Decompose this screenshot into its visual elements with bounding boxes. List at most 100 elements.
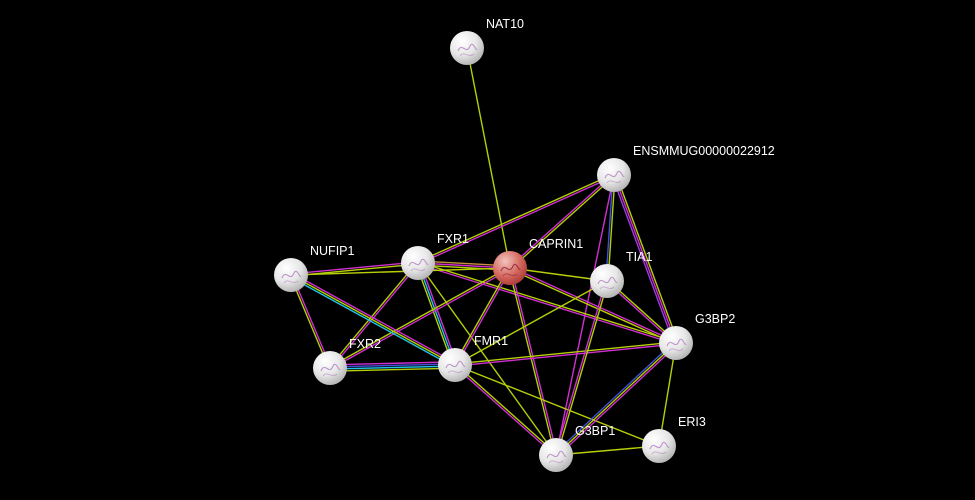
structure-squiggle-icon <box>457 43 478 52</box>
node-nufip1[interactable]: NUFIP1 <box>274 244 355 292</box>
edge-fmr1-g3bp1 <box>453 363 558 457</box>
edge-line-experiments <box>329 361 455 366</box>
edge-line-experiments <box>290 261 418 275</box>
edge-fxr1-g3bp1 <box>417 262 557 456</box>
edge-ensmmug00000022912-fxr1 <box>417 173 615 265</box>
edge-caprin1-fxr2 <box>329 266 511 370</box>
structure-squiggle-icon <box>281 270 302 279</box>
node-label-eri3: ERI3 <box>678 415 706 429</box>
node-fxr2[interactable]: FXR2 <box>313 337 381 385</box>
edge-line-experiments <box>510 267 558 455</box>
edge-line-textmining <box>418 261 677 343</box>
protein-sphere[interactable] <box>313 351 347 385</box>
edge-line-experiments <box>455 268 512 366</box>
edge-line-cooccurrence <box>554 340 676 454</box>
edge-caprin1-g3bp1 <box>508 267 558 456</box>
protein-sphere[interactable] <box>659 326 693 360</box>
edge-line-textmining <box>556 281 609 456</box>
edge-line-cooccurrence <box>605 174 614 281</box>
edge-fxr1-fxr2 <box>328 261 420 370</box>
protein-sphere[interactable] <box>590 264 624 298</box>
structure-squiggle-icon <box>548 460 564 464</box>
node-eri3[interactable]: ERI3 <box>642 415 706 463</box>
node-ensmmug00000022912[interactable]: ENSMMUG00000022912 <box>597 144 775 192</box>
edge-line-experiments <box>510 266 677 343</box>
edge-line-experiments <box>613 174 677 344</box>
structure-squiggle-icon <box>500 263 521 272</box>
edge-line-database <box>289 276 455 368</box>
node-g3bp2[interactable]: G3BP2 <box>659 312 735 360</box>
edge-line-experiments <box>330 268 511 370</box>
structure-squiggle-icon <box>445 360 466 369</box>
structure-squiggle-icon <box>604 170 625 179</box>
node-label-g3bp2: G3BP2 <box>695 312 735 326</box>
protein-sphere[interactable] <box>539 438 573 472</box>
edge-line-textmining <box>466 47 511 269</box>
node-tia1[interactable]: TIA1 <box>590 250 652 298</box>
edge-caprin1-g3bp2 <box>509 266 677 345</box>
edge-line-experiments <box>455 343 677 367</box>
edge-nufip1-fmr1 <box>289 272 457 368</box>
edge-line-textmining <box>615 174 679 343</box>
protein-sphere[interactable] <box>438 348 472 382</box>
edge-line-textmining <box>417 173 614 263</box>
edge-line-textmining <box>330 367 456 372</box>
edge-fxr1-g3bp2 <box>417 261 677 345</box>
node-g3bp1[interactable]: G3BP1 <box>539 424 615 472</box>
structure-squiggle-icon <box>651 451 667 455</box>
protein-sphere[interactable] <box>493 251 527 285</box>
node-label-nat10: NAT10 <box>486 17 524 31</box>
node-fxr1[interactable]: FXR1 <box>401 232 469 280</box>
edge-line-experiments <box>330 263 420 370</box>
structure-squiggle-icon <box>599 286 615 290</box>
edge-line-textmining <box>329 266 510 368</box>
edge-fmr1-eri3 <box>454 364 660 447</box>
structure-squiggle-icon <box>410 268 426 272</box>
structure-squiggle-icon <box>666 338 687 347</box>
edge-line-textmining <box>454 280 608 366</box>
protein-sphere[interactable] <box>450 31 484 65</box>
structure-squiggle-icon <box>320 363 341 372</box>
node-label-tia1: TIA1 <box>626 250 652 264</box>
edge-line-textmining <box>509 268 676 345</box>
edge-caprin1-fmr1 <box>453 267 512 366</box>
structure-squiggle-icon <box>459 53 475 57</box>
edge-line-textmining <box>415 263 454 366</box>
edge-fmr1-g3bp2 <box>454 341 677 367</box>
node-label-fmr1: FMR1 <box>474 334 508 348</box>
edge-line-textmining <box>510 175 616 270</box>
edge-g3bp2-g3bp1 <box>554 340 678 458</box>
edge-tia1-g3bp1 <box>554 280 609 456</box>
node-label-nufip1: NUFIP1 <box>310 244 355 258</box>
structure-squiggle-icon <box>447 370 463 374</box>
structure-squiggle-icon <box>668 348 684 352</box>
protein-sphere[interactable] <box>642 429 676 463</box>
protein-sphere[interactable] <box>274 258 308 292</box>
edge-ensmmug00000022912-caprin1 <box>508 173 616 270</box>
edge-line-textmining <box>290 267 511 276</box>
edge-line-textmining <box>454 341 676 365</box>
edge-line-textmining <box>455 363 558 455</box>
edge-line-textmining <box>290 274 456 366</box>
node-label-ensmmug00000022912: ENSMMUG00000022912 <box>633 144 775 158</box>
node-label-caprin1: CAPRIN1 <box>529 237 583 251</box>
protein-sphere[interactable] <box>597 158 631 192</box>
protein-sphere[interactable] <box>401 246 435 280</box>
edge-line-experiments <box>508 173 614 268</box>
structure-squiggle-icon <box>649 441 670 450</box>
edge-line-experiments <box>419 262 458 365</box>
edge-line-experiments <box>417 263 676 345</box>
edge-fmr1-tia1 <box>454 280 608 366</box>
edge-line-textmining <box>454 364 660 447</box>
edge-line-experiments <box>556 344 678 458</box>
edge-line-textmining <box>555 342 677 456</box>
node-fmr1[interactable]: FMR1 <box>438 334 508 382</box>
node-nat10[interactable]: NAT10 <box>450 17 524 65</box>
edge-ensmmug00000022912-g3bp2 <box>611 174 679 344</box>
structure-squiggle-icon <box>408 258 429 267</box>
structure-squiggle-icon <box>322 373 338 377</box>
edge-g3bp1-eri3 <box>555 445 660 456</box>
edge-line-experiments <box>453 365 556 457</box>
node-caprin1[interactable]: CAPRIN1 <box>493 237 583 285</box>
